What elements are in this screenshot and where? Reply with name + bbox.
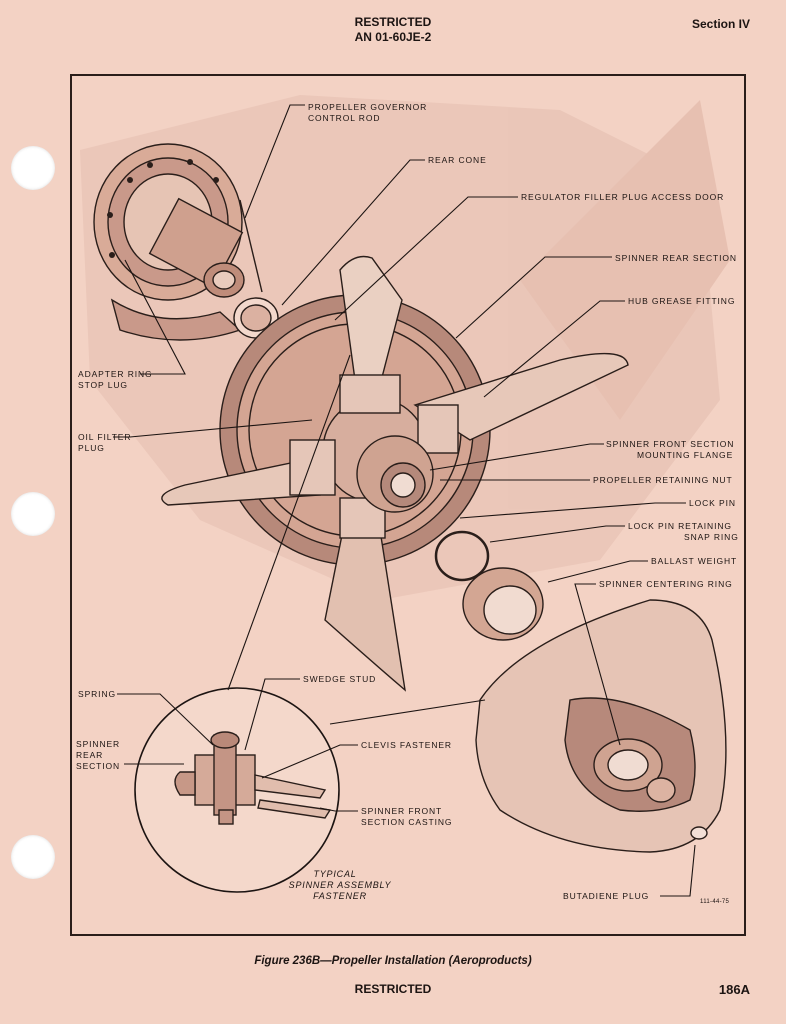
snap-ring-drawing xyxy=(434,530,490,582)
spinner-front-section-drawing xyxy=(475,599,727,853)
label-control-rod: CONTROL ROD xyxy=(308,113,380,123)
label-spinner-centering-ring: SPINNER CENTERING RING xyxy=(599,579,733,589)
figure-caption: Figure 236B—Propeller Installation (Aero… xyxy=(254,955,532,967)
footer-classification: RESTRICTED xyxy=(354,982,432,996)
binder-hole-bottom xyxy=(11,835,55,879)
label-oil-filter: OIL FILTER xyxy=(78,432,131,442)
label-propeller-retaining-nut: PROPELLER RETAINING NUT xyxy=(593,475,733,485)
label-typical: TYPICAL xyxy=(313,869,356,879)
label-snap-ring: SNAP RING xyxy=(684,532,739,542)
binder-hole-middle xyxy=(11,492,55,536)
label-fastener: FASTENER xyxy=(313,891,367,901)
label-oil-filter-plug: PLUG xyxy=(78,443,105,453)
label-ballast-weight: BALLAST WEIGHT xyxy=(651,556,737,566)
header-doc-number: AN 01-60JE-2 xyxy=(354,30,432,44)
propeller-hub xyxy=(289,374,459,539)
label-section-casting: SECTION CASTING xyxy=(361,817,452,827)
label-lock-pin-retaining: LOCK PIN RETAINING xyxy=(628,521,732,531)
label-adapter-ring: ADAPTER RING xyxy=(78,369,153,379)
propeller-blades xyxy=(161,255,629,692)
label-swedge-stud: SWEDGE STUD xyxy=(303,674,376,684)
header-classification: RESTRICTED xyxy=(354,15,432,29)
label-spinner: SPINNER xyxy=(76,739,120,749)
engine-nose-drawing xyxy=(93,143,279,341)
leader-lines xyxy=(113,104,696,897)
page-number: 186A xyxy=(718,982,750,997)
label-spinner-rear-section: SPINNER REAR SECTION xyxy=(615,253,737,263)
label-propeller-governor: PROPELLER GOVERNOR xyxy=(308,102,427,112)
binder-hole-top xyxy=(11,146,55,190)
label-regulator-filler-plug-access-door: REGULATOR FILLER PLUG ACCESS DOOR xyxy=(521,192,724,202)
label-spinner-assembly: SPINNER ASSEMBLY xyxy=(289,880,392,890)
label-rear-cone: REAR CONE xyxy=(428,155,487,165)
callout-labels: PROPELLER GOVERNOR CONTROL ROD REAR CONE… xyxy=(76,102,739,905)
art-number: 111-44-75 xyxy=(700,899,730,905)
label-hub-grease-fitting: HUB GREASE FITTING xyxy=(628,296,735,306)
label-spinner-front: SPINNER FRONT xyxy=(361,806,442,816)
fastener-detail-drawing xyxy=(134,687,340,893)
label-section: SECTION xyxy=(76,761,120,771)
label-butadiene-plug: BUTADIENE PLUG xyxy=(563,891,649,901)
label-spinner-front-section: SPINNER FRONT SECTION xyxy=(606,439,734,449)
label-stop-lug: STOP LUG xyxy=(78,380,128,390)
label-mounting-flange: MOUNTING FLANGE xyxy=(637,450,733,460)
label-rear: REAR xyxy=(76,750,103,760)
figure-frame xyxy=(70,74,746,936)
label-lock-pin: LOCK PIN xyxy=(689,498,736,508)
centering-ring-drawing xyxy=(462,567,544,641)
label-clevis-fastener: CLEVIS FASTENER xyxy=(361,740,452,750)
label-spring: SPRING xyxy=(78,689,116,699)
header-section: Section IV xyxy=(691,17,750,31)
